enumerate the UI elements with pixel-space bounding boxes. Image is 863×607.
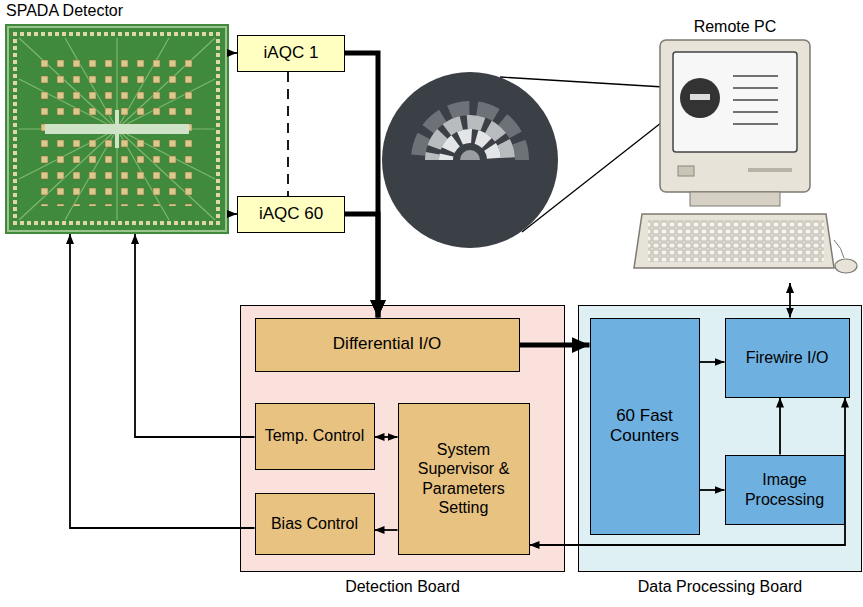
box-label: 60 Fast Counters: [591, 406, 699, 447]
process-box: System Supervisor & Parameters Setting: [398, 403, 530, 555]
connector: [345, 53, 378, 318]
box-label: iAQC 60: [259, 204, 323, 224]
board-panel: Detection BoardDifferential I/OTemp. Con…: [240, 305, 565, 572]
connector: [345, 214, 378, 318]
process-box: Differential I/O: [255, 318, 520, 372]
board-label: Data Processing Board: [579, 578, 861, 596]
process-box: 60 Fast Counters: [590, 318, 700, 535]
connector: [375, 436, 398, 438]
connector: [700, 361, 725, 363]
connector: [700, 489, 725, 491]
image-disk: [382, 72, 558, 248]
connector: [789, 283, 791, 318]
process-box: Bias Control: [255, 493, 375, 555]
connector: [520, 343, 590, 348]
computer: Remote PC: [628, 18, 860, 283]
process-box: iAQC 1: [237, 35, 345, 72]
connector: [287, 72, 289, 196]
box-label: Image Processing: [726, 470, 844, 508]
chip-label: SPADA Detector: [6, 2, 123, 20]
connector: [230, 213, 237, 215]
connector: [135, 234, 255, 437]
leader-line: [500, 77, 680, 88]
box-label: Bias Control: [271, 514, 358, 533]
connector: [70, 234, 255, 528]
box-label: System Supervisor & Parameters Setting: [399, 440, 529, 517]
box-label: Temp. Control: [265, 426, 365, 445]
box-label: Firewire I/O: [746, 348, 829, 367]
image-pattern: [418, 108, 522, 160]
board-label: Detection Board: [241, 578, 564, 596]
connector: [779, 398, 781, 455]
connector: [230, 52, 237, 54]
process-box: Image Processing: [725, 455, 845, 525]
process-box: Temp. Control: [255, 403, 375, 470]
board-panel: Data Processing Board60 Fast CountersFir…: [578, 305, 862, 572]
process-box: iAQC 60: [237, 196, 345, 233]
box-label: Differential I/O: [333, 334, 441, 354]
connector: [530, 398, 846, 546]
connector: [375, 529, 398, 531]
computer-label: Remote PC: [660, 18, 810, 36]
box-label: iAQC 1: [264, 43, 319, 63]
process-box: Firewire I/O: [725, 318, 850, 398]
detector-chip: SPADA Detector: [6, 2, 230, 234]
chip-photo: [5, 24, 229, 234]
computer-icon: [628, 18, 860, 283]
